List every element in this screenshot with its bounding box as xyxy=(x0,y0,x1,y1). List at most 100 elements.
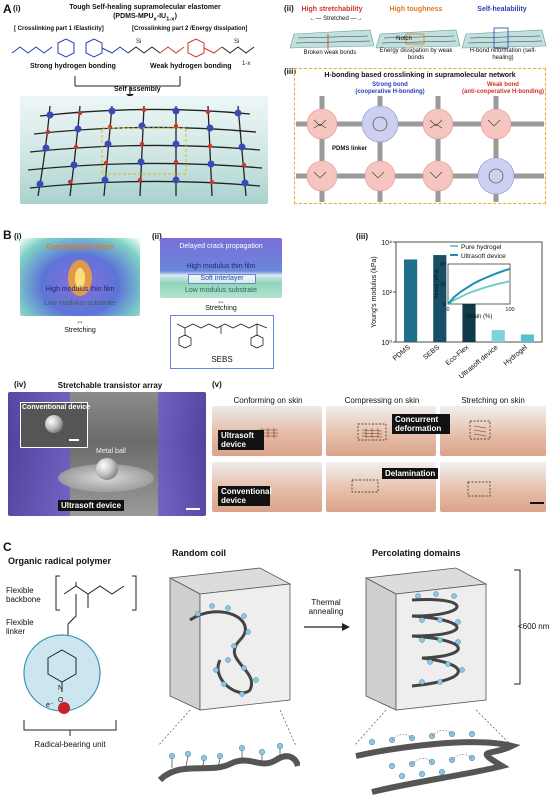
notch-label: Notch xyxy=(396,36,412,42)
bar-0 xyxy=(404,259,418,342)
radical-polymer-title: Organic radical polymer xyxy=(8,556,112,566)
metal-ball-label: Metal ball xyxy=(96,448,126,455)
inset-conventional-photo xyxy=(20,402,88,448)
property-sheets xyxy=(289,27,547,50)
bar-3 xyxy=(491,330,505,342)
assembly-arrows xyxy=(74,76,181,98)
conforming-title: Conforming on skin xyxy=(233,396,303,405)
panel-c-label: C xyxy=(3,540,12,554)
radical-polymer-structure: N O xyxy=(23,575,137,714)
crosslink-network xyxy=(296,96,544,202)
stretching-arrow-i: ⇔ xyxy=(76,317,84,326)
random-coil-diagram xyxy=(157,567,300,783)
stress-glow xyxy=(68,260,92,296)
stretching-arrow-ii: ⇔ xyxy=(217,297,225,306)
device-marks-conventional xyxy=(351,479,544,504)
panel-b-i-label: (i) xyxy=(14,232,22,241)
metal-ball-inset xyxy=(45,415,63,433)
inset-series-1 xyxy=(447,267,511,305)
x-tick-label: SEBS xyxy=(422,344,441,362)
delamination-label: Delamination xyxy=(382,468,439,479)
percolating-domains-diagram xyxy=(353,567,521,795)
scale-bar-iv xyxy=(186,508,200,510)
crosslink-part2: [Crosslinking part 2 /Energy dissipation… xyxy=(132,26,248,32)
concurrent-deformation-label: Concurrent deformation xyxy=(392,414,450,434)
x-tick-label: PDMS xyxy=(392,344,412,363)
inset-x-tick-label: 100 xyxy=(505,307,514,313)
svg-text:O: O xyxy=(58,697,64,704)
random-coil-title: Random coil xyxy=(172,548,227,558)
strong-hbond-label: Strong hydrogen bonding xyxy=(30,63,116,70)
broken-bonds-label: Broken weak bonds xyxy=(303,50,357,56)
substrate-label-ii: Low modulus substrate xyxy=(185,287,257,294)
elastomer-formula: (PDMS-MPUx-IU1-x) xyxy=(113,13,177,23)
svg-text:N: N xyxy=(58,685,63,692)
svg-text:Si: Si xyxy=(136,39,141,45)
healability-title: Self-healability xyxy=(477,6,527,13)
radical-unit-bracket xyxy=(23,720,117,736)
annealing-arrow xyxy=(304,623,350,631)
panel-b-iv-label: (iv) xyxy=(14,380,26,389)
concentrated-stress-label: Concentrated stress xyxy=(46,244,114,251)
inset-x-tick-label: 0 xyxy=(446,307,449,313)
size-bracket xyxy=(514,569,521,685)
strong-bond-label: Strong bond(cooperative H-bonding) xyxy=(355,82,425,95)
electron-label: e⁻ xyxy=(46,702,54,709)
conventional-device-label-iv: Conventional device xyxy=(22,404,91,411)
panel-a-iii-label: (iii) xyxy=(284,67,296,76)
x-tick-label: Eco-Flex xyxy=(445,344,471,367)
ultrasoft-device-label-v: Ultrasoft device xyxy=(218,430,264,450)
thin-film-illustration xyxy=(20,238,140,316)
thin-film-label-ii: High modulus thin film xyxy=(186,263,256,270)
inset-y-tick-label: 20 xyxy=(440,262,446,268)
glove-right xyxy=(158,392,206,516)
x-tick-label: Hydrogel xyxy=(503,344,529,368)
chemical-structure: Si Si 1-x xyxy=(11,38,255,67)
sebs-label: SEBS xyxy=(211,355,233,364)
weak-hbond-label: Weak hydrogen bonding xyxy=(150,63,232,70)
thermal-annealing-label: Thermal annealing xyxy=(308,598,344,616)
bar-1 xyxy=(433,255,447,342)
sebs-structure xyxy=(176,323,268,349)
skin-stretching-conventional xyxy=(440,462,546,512)
stretching-label-i: Stretching xyxy=(64,327,96,334)
panel-b-label: B xyxy=(3,228,12,242)
transistor-array-title: Stretchable transistor array xyxy=(57,381,163,390)
crosslinking-box xyxy=(294,68,546,204)
legend-label-0: Pure hydrogel xyxy=(461,244,502,251)
y-tick-label: 10² xyxy=(382,290,393,297)
inset-x-label: Strain (%) xyxy=(466,314,493,320)
weak-bond-label: Weak bond(anti-cooperative H-bonding) xyxy=(462,82,544,95)
inset-series-0 xyxy=(447,280,511,305)
ultrasoft-device-label-iv: Ultrasoft device xyxy=(58,500,125,511)
bar-2 xyxy=(462,295,476,342)
y-tick-label: 10⁴ xyxy=(381,240,392,247)
conventional-device-label-v: Conventional device xyxy=(218,486,272,506)
pdms-linker-label: PDMS linker xyxy=(330,146,370,153)
toughness-title: High toughness xyxy=(389,6,443,13)
substrate-label-i: Low modulus substrate xyxy=(44,300,116,307)
panel-b-v-label: (v) xyxy=(212,380,222,389)
energy-dissipation-label: Energy dissipation by weak bonds xyxy=(379,48,453,61)
legend-label-1: Ultrasoft device xyxy=(461,253,506,260)
stretchability-title: High stretchability xyxy=(301,6,363,13)
y-tick-label: 10⁰ xyxy=(381,339,392,347)
size-label: <600 nm xyxy=(518,622,550,631)
thin-film-label-i: High modulus thin film xyxy=(45,286,115,293)
svg-text:1-x: 1-x xyxy=(242,61,250,67)
inset-y-label: Stress (kPa) xyxy=(434,269,440,299)
elastomer-title: Tough Self-healing supramolecular elasto… xyxy=(69,4,221,11)
bar-4 xyxy=(520,334,534,342)
skin-stretching-ultrasoft xyxy=(440,406,546,456)
panel-a-label: A xyxy=(3,2,12,16)
stretched-label: ←— Stretched —→ xyxy=(309,16,363,22)
hbond-reformation-label: H-bond reformation (self-healing) xyxy=(469,48,537,61)
stretching-label-ii: Stretching xyxy=(205,305,237,312)
inset-y-tick-label: 0 xyxy=(443,302,446,308)
inset-y-tick-label: 10 xyxy=(440,282,446,288)
soft-interlayer-label: Soft interlayer xyxy=(188,274,256,284)
crosslink-part1: [ Crosslinking part 1 /Elasticity] xyxy=(14,26,104,32)
stretching-title: Stretching on skin xyxy=(461,396,525,405)
panel-a-ii-label: (ii) xyxy=(284,4,294,13)
